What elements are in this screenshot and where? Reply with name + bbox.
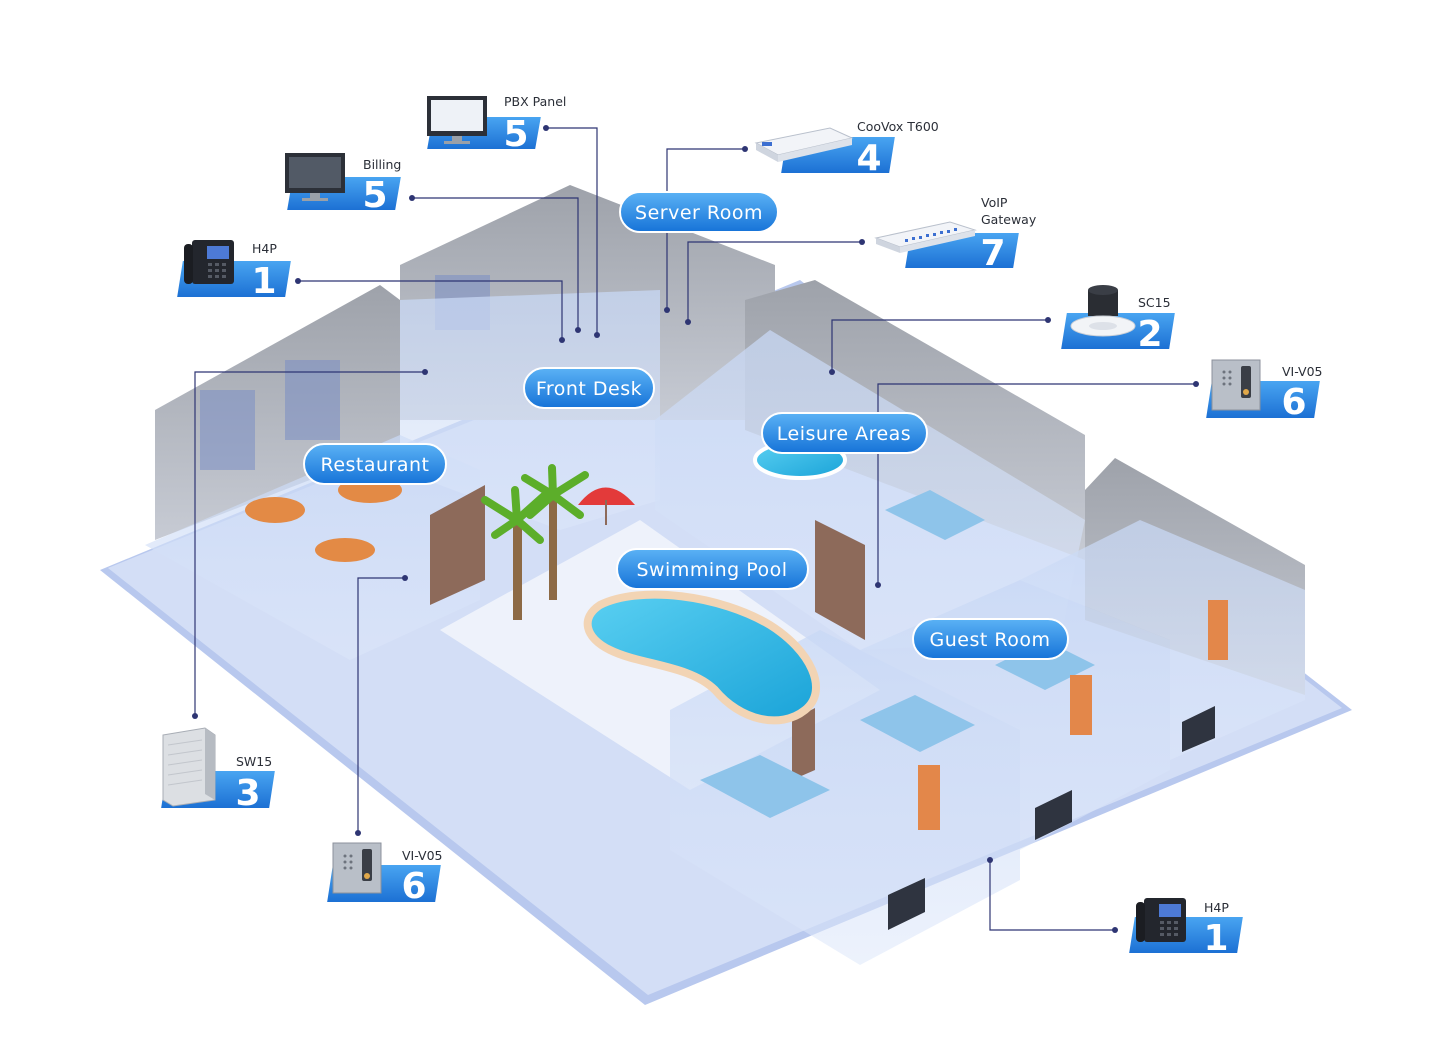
door-intercom-icon [332,842,382,894]
door-intercom-icon [1211,359,1261,411]
device-h4p-bottom[interactable]: H4P 1 [1126,898,1246,959]
device-vi-v05-left[interactable]: VI-V05 6 [324,842,444,907]
restaurant-pill[interactable]: Restaurant [303,443,447,485]
coovox-number: 4 [856,138,881,179]
line-h4p-bottom [989,860,1115,931]
gateway-icon [874,221,977,253]
sw15-number: 3 [235,773,260,814]
vi-v05-right-number: 6 [1281,382,1306,423]
h4p-top-name: H4P [252,241,277,256]
guest-room-pill[interactable]: Guest Room [912,618,1069,660]
monitor-icon [285,153,345,201]
line-voip-gateway [687,241,862,322]
line-vi-v05-left [357,577,405,833]
h4p-top-number: 1 [251,261,276,302]
restaurant-back-wall [155,285,400,540]
vi-v05-left-name: VI-V05 [402,848,442,863]
vi-v05-right-name: VI-V05 [1282,364,1322,379]
line-coovox [666,148,745,310]
sc15-name: SC15 [1138,295,1171,310]
swimming-pool-label: Swimming Pool [636,559,787,581]
swimming-pool-pill[interactable]: Swimming Pool [616,548,809,590]
sc15-number: 2 [1137,314,1162,355]
swimming-pool [583,590,820,725]
billing-number: 5 [362,175,387,216]
ip-phone-icon [184,240,234,284]
server-room-label: Server Room [635,202,763,224]
palm-trees [481,464,589,620]
h4p-bottom-number: 1 [1203,918,1228,959]
ip-phone-icon [1136,898,1186,942]
front-desk-label: Front Desk [536,378,642,400]
vi-v05-left-number: 6 [401,866,426,907]
wall-speaker-icon [162,727,216,807]
device-sc15[interactable]: SC15 2 [1058,285,1178,355]
coovox-name: CooVox T600 [857,119,939,134]
pbx-panel-name: PBX Panel [504,94,566,109]
device-billing[interactable]: Billing 5 [284,153,404,216]
h4p-bottom-name: H4P [1204,900,1229,915]
line-h4p-top [298,280,563,340]
sw15-name: SW15 [236,754,272,769]
device-h4p-top[interactable]: H4P 1 [174,240,294,302]
device-sw15[interactable]: SW15 3 [158,727,278,814]
leisure-areas-label: Leisure Areas [777,423,911,445]
pbx-panel-number: 5 [503,114,528,155]
line-sc15 [831,319,1048,372]
restaurant-label: Restaurant [320,454,429,476]
leisure-areas-pill[interactable]: Leisure Areas [761,412,928,454]
pbx-server-icon [754,127,854,162]
voip-gateway-number: 7 [980,233,1005,274]
device-voip-gateway[interactable]: VoIP Gateway 7 [874,195,1037,274]
server-room-pill[interactable]: Server Room [619,191,779,233]
front-desk-pill[interactable]: Front Desk [523,367,655,409]
monitor-icon [427,96,487,144]
billing-name: Billing [363,157,401,172]
voip-gateway-name-line2: Gateway [981,212,1037,227]
doors [430,485,865,780]
device-coovox-t600[interactable]: CooVox T600 4 [754,119,939,179]
umbrella [578,487,635,505]
line-sw15 [194,371,425,716]
wardrobes [918,600,1228,830]
line-vi-v05-right [877,383,1196,585]
guestroom-glass-3 [1020,520,1305,760]
ceiling-speaker-icon [1070,285,1136,337]
frontdesk-glass [400,290,660,530]
line-pbx-panel [546,127,598,335]
voip-gateway-name-line1: VoIP [981,195,1008,210]
device-pbx-panel[interactable]: PBX Panel 5 [424,94,566,155]
line-billing [412,197,579,330]
connector-lines [192,125,1199,933]
device-vi-v05-right[interactable]: VI-V05 6 [1203,359,1322,423]
tvs [888,706,1215,930]
guest-room-label: Guest Room [930,629,1051,651]
